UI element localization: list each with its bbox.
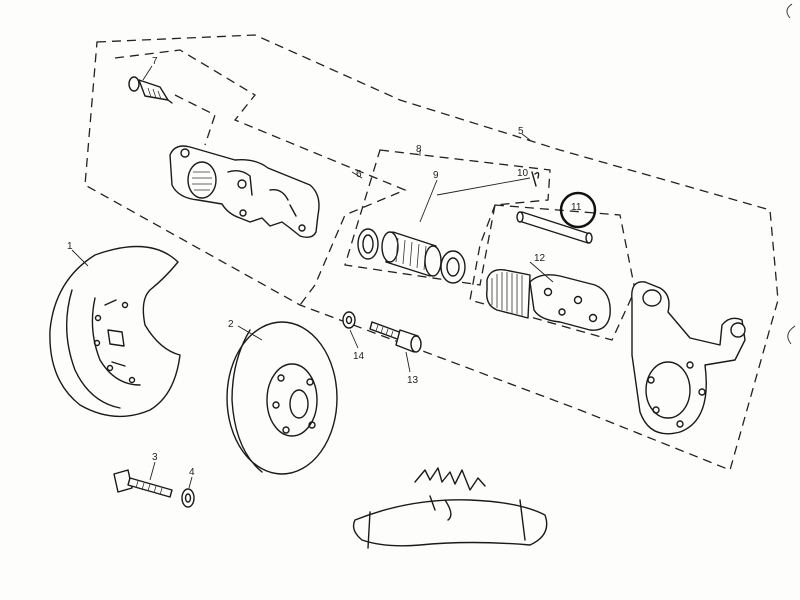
leader-12 <box>529 261 554 283</box>
callout-label-10: 10 <box>517 168 529 179</box>
page-edge-mark-top <box>786 3 793 19</box>
bolt-part-13 <box>369 321 422 353</box>
callout-label-9: 9 <box>433 170 439 181</box>
brake-pads-part-12 <box>486 269 611 331</box>
retaining-pin-part-11 <box>516 211 593 244</box>
callout-label-2: 2 <box>228 319 234 330</box>
callout-label-3: 3 <box>152 452 158 463</box>
callout-label-11: 11 <box>571 202 582 213</box>
hub-bolt-part-3 <box>113 469 173 498</box>
callout-label-1: 1 <box>67 241 73 252</box>
leader-2 <box>237 325 263 341</box>
callout-label-12: 12 <box>534 253 546 264</box>
leader-7 <box>142 65 153 81</box>
bleed-screw-part-7 <box>128 76 173 104</box>
dust-shield-part-1 <box>49 245 181 418</box>
callout-label-13: 13 <box>407 375 419 386</box>
callout-11-highlight-ring <box>559 191 597 229</box>
leader-6 <box>351 171 363 179</box>
caliper-group-boundary-6 <box>114 49 407 306</box>
brake-disc-part-2 <box>226 321 338 475</box>
leader-4 <box>188 476 193 489</box>
handwritten-scribble <box>352 467 548 549</box>
leader-14 <box>349 329 359 349</box>
callout-label-7: 7 <box>152 56 158 67</box>
caliper-mounting-bracket <box>631 281 746 435</box>
leader-5 <box>521 133 531 141</box>
leader-10 <box>436 177 531 196</box>
leader-1 <box>71 249 89 267</box>
callout-label-14: 14 <box>353 351 365 362</box>
callout-label-6: 6 <box>356 169 362 180</box>
pad-group-boundary <box>469 204 636 341</box>
page-edge-mark-bottom <box>787 325 796 345</box>
washer-part-4 <box>181 488 195 508</box>
piston-seal-kit-part-9 <box>357 228 466 284</box>
callout-label-5: 5 <box>518 126 524 137</box>
washer-part-14 <box>342 311 356 329</box>
leader-3 <box>149 461 156 481</box>
callout-label-8: 8 <box>416 144 422 155</box>
piston-group-boundary-8 <box>344 149 551 286</box>
caliper-body-part-6 <box>169 145 320 239</box>
leader-7-dashed <box>174 94 216 146</box>
leader-13 <box>405 351 411 373</box>
clip-part-10 <box>531 171 540 187</box>
callout-label-4: 4 <box>189 467 195 478</box>
leader-9 <box>419 179 438 223</box>
